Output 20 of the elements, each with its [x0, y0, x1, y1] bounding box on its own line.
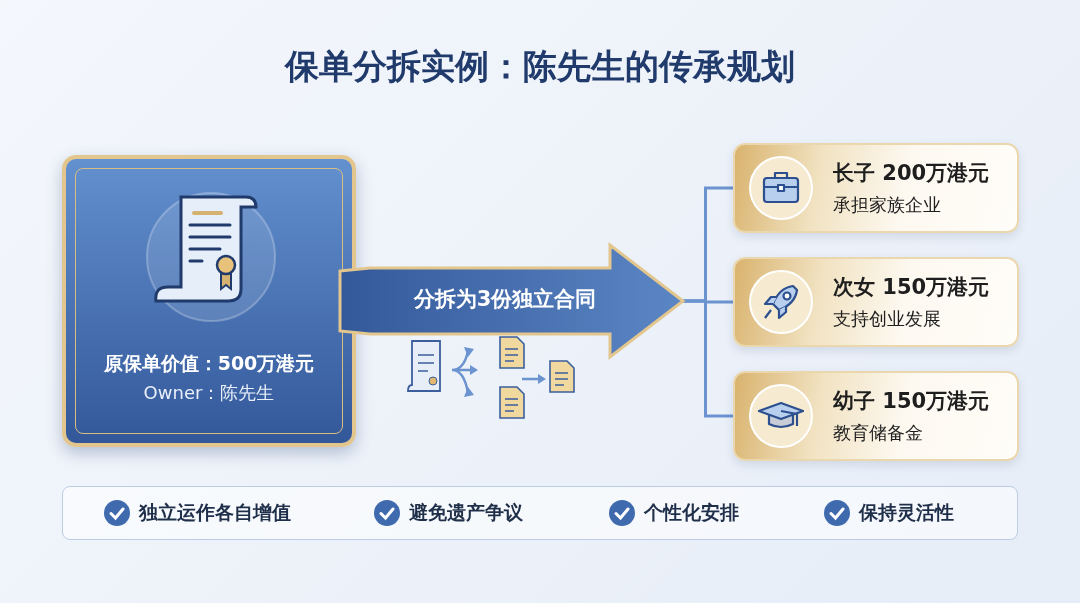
heir-amount: 长子 200万港元: [833, 160, 991, 187]
purpose-text: 承担家族企业: [833, 193, 942, 217]
purpose-text: 支持创业发展: [833, 307, 942, 331]
beneficiary-card: [733, 257, 1019, 347]
purpose-text: 教育储备金: [833, 421, 924, 445]
benefit-text: 独立运作各自增值: [139, 500, 291, 525]
policy-value: 原保单价值：500万港元: [102, 351, 316, 376]
heir-amount: 幼子 150万港元: [833, 388, 991, 415]
beneficiary-card: [733, 143, 1019, 233]
policy-card: [62, 155, 356, 447]
owner-text: Owner：陈先生: [142, 381, 276, 405]
beneficiary-card: [733, 371, 1019, 461]
heir-amount: 次女 150万港元: [833, 274, 991, 301]
title: 保单分拆实例：陈先生的传承规划: [283, 45, 796, 88]
benefit-text: 保持灵活性: [859, 500, 954, 525]
split-arrow: [340, 243, 685, 359]
split-label: 分拆为3份独立合同: [412, 286, 598, 313]
branch-line: [683, 299, 733, 418]
benefit-text: 避免遗产争议: [409, 500, 523, 525]
benefit-text: 个性化安排: [644, 500, 739, 525]
